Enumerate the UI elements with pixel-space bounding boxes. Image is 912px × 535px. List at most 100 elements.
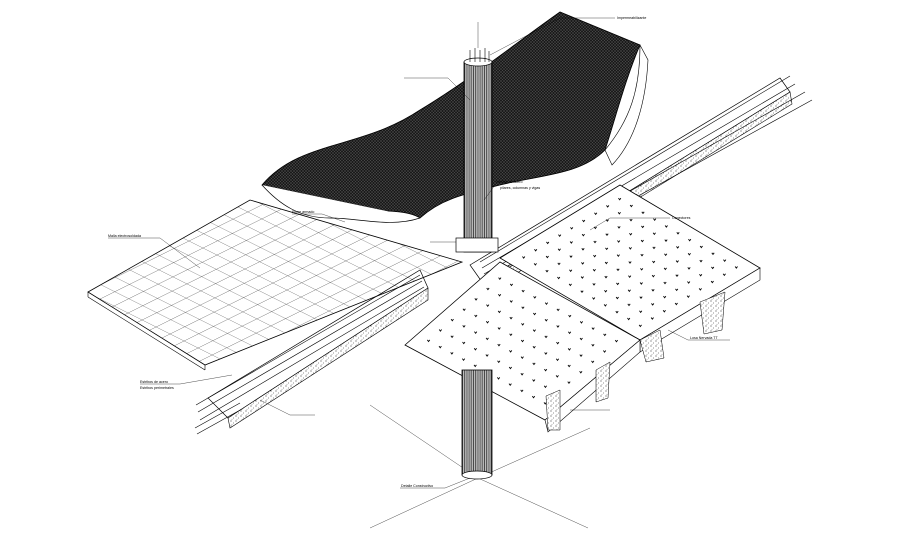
left-beam [194, 269, 429, 435]
connector-mark [498, 293, 502, 297]
connector-mark [438, 329, 442, 332]
connector-mark [650, 317, 654, 320]
connector-mark [627, 303, 631, 307]
connector-mark [461, 358, 466, 361]
connector-mark [640, 268, 644, 271]
connector-mark [546, 241, 550, 245]
connector-mark [616, 282, 620, 286]
connector-mark [638, 324, 642, 328]
connector-mark [569, 241, 573, 244]
connector-mark [570, 227, 574, 230]
connector-mark [676, 246, 680, 249]
connector-mark [473, 347, 477, 351]
connector-mark [520, 372, 524, 376]
connector-mark [641, 225, 645, 229]
connector-mark [604, 261, 608, 265]
connector-mark [509, 316, 513, 320]
connector-mark [603, 333, 607, 337]
plate-connectors [522, 197, 738, 328]
connector-mark [734, 266, 738, 269]
connector-mark [605, 233, 609, 237]
connector-mark [603, 350, 607, 353]
connector-mark [618, 197, 622, 201]
leader-lines [108, 17, 730, 489]
connector-mark [557, 248, 561, 252]
connector-mark [687, 267, 691, 270]
connector-mark [614, 339, 619, 343]
connector-mark [616, 254, 620, 258]
connector-mark [462, 325, 466, 328]
connector-mark [544, 318, 548, 322]
connector-mark [699, 273, 703, 277]
connector-mark [569, 255, 573, 258]
connector-mark [639, 310, 643, 314]
connector-mark [531, 395, 536, 399]
connector-mark [532, 379, 536, 382]
connector-mark [462, 308, 466, 312]
connector-mark [581, 233, 585, 237]
connector-mark [473, 364, 477, 368]
column-upper [463, 61, 493, 253]
connector-mark [710, 280, 714, 284]
connector-mark [497, 327, 501, 330]
connector-mark [486, 287, 490, 291]
tt-ribs [545, 291, 726, 431]
connector-mark [579, 370, 583, 374]
connector-mark [520, 339, 525, 343]
connector-mark [579, 337, 583, 341]
connector-mark [426, 339, 431, 343]
connector-mark [699, 245, 703, 249]
connector-mark [521, 306, 525, 310]
connector-mark [474, 314, 478, 318]
connector-mark [569, 269, 573, 273]
connector-mark [627, 289, 631, 293]
connector-mark [651, 289, 655, 292]
connector-mark [520, 356, 524, 359]
connector-mark [485, 337, 489, 341]
fill-note: Firme armado [292, 210, 314, 214]
connector-mark [509, 350, 513, 353]
mesh-slab [87, 199, 464, 366]
connector-mark [675, 274, 679, 278]
column-lower [461, 369, 493, 476]
connector-mark [629, 232, 633, 236]
connector-mark [628, 275, 632, 278]
connector-mark [567, 364, 571, 368]
connector-mark [498, 277, 502, 280]
connector-mark [508, 366, 512, 370]
lower-plate-connectors [426, 277, 619, 405]
connector-mark [723, 259, 727, 262]
connector-mark [593, 240, 597, 244]
connector-mark [509, 300, 513, 303]
left-beam-rebars [194, 274, 425, 435]
connector-mark [699, 259, 703, 263]
connector-mark [687, 281, 691, 284]
connector-mark [567, 381, 571, 384]
connector-mark [592, 297, 596, 300]
connector-mark [615, 296, 619, 300]
connector-mark [639, 282, 643, 285]
connector-mark [651, 303, 655, 306]
connector-mark [616, 268, 620, 272]
connector-mark [474, 298, 478, 301]
connector-mark [580, 290, 584, 294]
connector-mark [508, 383, 512, 386]
connector-mark [604, 275, 608, 279]
connector-mark [520, 389, 524, 393]
connector-mark [617, 240, 621, 243]
connector-mark [568, 314, 572, 318]
connector-mark [605, 247, 609, 251]
connector-mark [627, 317, 631, 321]
connector-mark [450, 318, 454, 322]
connector-mark [651, 274, 655, 278]
connector-mark [629, 204, 633, 208]
connector-mark [557, 276, 561, 280]
connector-mark [544, 302, 549, 305]
connector-mark [603, 304, 607, 307]
connector-mark [438, 345, 442, 349]
beam-note: Losa Nervada TT [690, 336, 719, 340]
waterproof-membrane [261, 11, 649, 223]
connector-mark [544, 335, 548, 339]
connector-mark [711, 266, 715, 270]
connector-mark [462, 341, 466, 345]
